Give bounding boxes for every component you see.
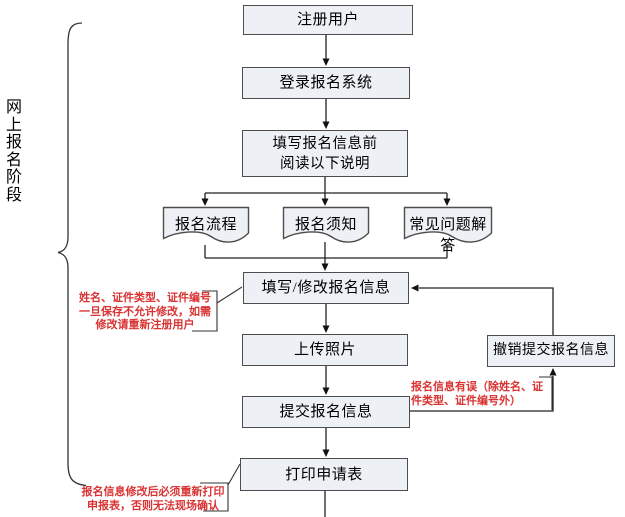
node-login-system-label: 登录报名系统 <box>279 75 373 91</box>
document-registration-notice: 报名须知 <box>294 217 357 233</box>
flow-connectors <box>204 35 554 517</box>
node-register-user: 注册用户 <box>243 5 413 35</box>
annotation-info-error: 报名信息有误（除姓名、证 件类型、证件编号外） <box>411 381 549 408</box>
arrowheads <box>201 58 557 457</box>
annotation-info-error-line1: 报名信息有误（除姓名、证 <box>411 381 543 393</box>
phase-brace <box>57 22 87 487</box>
callout-leader-no-modify <box>216 286 243 304</box>
annotation-reprint-line1: 报名信息修改后必须重新打印 <box>81 486 225 498</box>
node-fill-modify-info: 填写/修改报名信息 <box>243 272 409 304</box>
callout-leaders <box>192 286 553 512</box>
document-shape-notice <box>282 206 370 243</box>
callout-leader-reprint <box>227 463 241 486</box>
annotation-no-modify: 姓名、证件类型、证件编号 一旦保存不允许修改，如需 修改请重新注册用户 <box>74 292 216 333</box>
node-submit-info: 提交报名信息 <box>242 396 410 428</box>
callout-bracket-info-error <box>539 376 553 410</box>
callout-bracket-no-modify <box>192 290 218 332</box>
annotation-info-error-line2: 件类型、证件编号外） <box>411 394 521 407</box>
node-submit-info-label: 提交报名信息 <box>279 404 373 420</box>
annotation-no-modify-line3: 修改请重新注册用户 <box>95 319 195 331</box>
document-shapes <box>162 206 493 243</box>
document-faq: 常见问题解答 <box>409 217 487 254</box>
node-login-system: 登录报名系统 <box>242 67 410 99</box>
node-upload-photo-label: 上传照片 <box>293 342 356 358</box>
node-print-form: 打印申请表 <box>240 458 408 491</box>
phase-label: 网上报名阶段 <box>5 99 22 204</box>
node-upload-photo: 上传照片 <box>242 334 408 366</box>
node-cancel-submit-label: 撤销提交报名信息 <box>493 343 609 358</box>
annotation-reprint: 报名信息修改后必须重新打印 申报表，否则无法现场确认 <box>80 486 226 513</box>
document-shape-faq <box>403 206 493 243</box>
document-shape-process <box>162 206 250 243</box>
annotation-no-modify-line2: 一旦保存不允许修改，如需 <box>79 305 211 318</box>
node-read-instructions-line2: 阅读以下说明 <box>280 155 370 172</box>
annotation-reprint-line2: 申报表，否则无法现场确认 <box>87 499 219 512</box>
callout-bracket-reprint <box>200 482 229 512</box>
node-read-instructions-line1: 填写报名信息前 <box>272 135 378 152</box>
node-print-form-label: 打印申请表 <box>285 466 363 483</box>
node-fill-modify-info-label: 填写/修改报名信息 <box>261 280 391 296</box>
document-registration-process: 报名流程 <box>174 217 237 233</box>
node-cancel-submit: 撤销提交报名信息 <box>487 335 615 367</box>
annotation-no-modify-line1: 姓名、证件类型、证件编号 <box>79 292 211 304</box>
node-read-instructions: 填写报名信息前 阅读以下说明 <box>242 130 408 177</box>
node-register-user-label: 注册用户 <box>296 12 359 28</box>
